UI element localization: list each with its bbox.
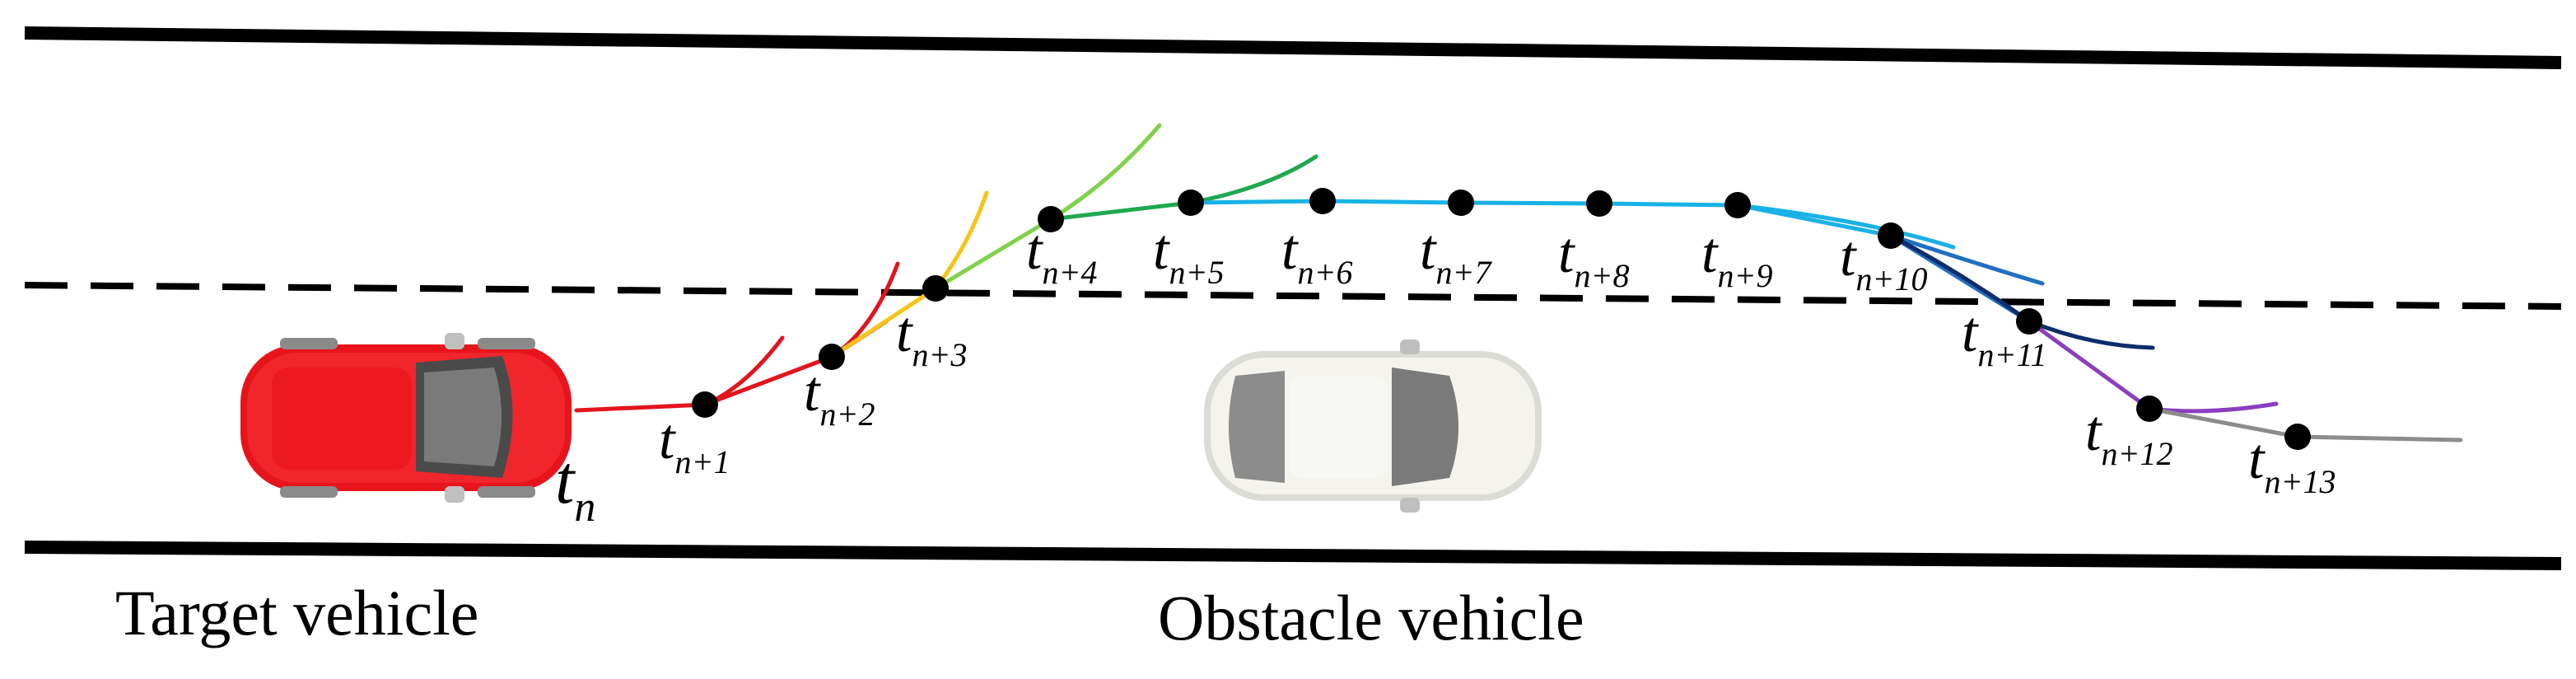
time-label-n11: tn+11 (1962, 301, 2046, 373)
time-label-n13: tn+13 (2248, 428, 2336, 500)
segment-lightgreen (933, 217, 1053, 291)
road-bottom-boundary (24, 541, 2562, 570)
time-label-n9: tn+9 (1701, 222, 1772, 294)
time-label-n4: tn+4 (1026, 218, 1097, 291)
waypoint-n12 (2136, 396, 2163, 422)
trajectory-paths (574, 123, 2463, 443)
segment-yellow (829, 286, 938, 359)
segment-purple (2027, 319, 2152, 411)
branch-cyan (1735, 203, 1956, 250)
waypoint-n9 (1724, 192, 1751, 218)
waypoint-n4 (1038, 206, 1064, 232)
waypoints (692, 188, 2311, 450)
waypoint-n1 (692, 391, 718, 418)
time-label-n7: tn+7 (1420, 218, 1492, 291)
time-label-n3: tn+3 (896, 301, 967, 373)
branch-red-2 (829, 261, 900, 359)
time-label-n: tn (555, 442, 595, 531)
time-label-n10: tn+10 (1840, 225, 1927, 297)
time-label-n8: tn+8 (1558, 222, 1629, 294)
waypoint-n13 (2284, 424, 2311, 450)
branch-blue (1888, 233, 2045, 286)
branch-navy (2027, 319, 2155, 350)
time-label-n6: tn+6 (1281, 218, 1352, 291)
waypoint-n6 (1309, 188, 1336, 214)
segment-navy (1888, 233, 2032, 324)
time-label-n2: tn+2 (804, 360, 875, 433)
segment-green (1048, 200, 1193, 222)
branch-lightgreen (1048, 123, 1162, 222)
time-label-n1: tn+1 (659, 408, 730, 480)
waypoint-n3 (922, 275, 949, 302)
lane-divider-dashed (24, 282, 2562, 310)
branch-purple (2147, 401, 2279, 414)
waypoint-n8 (1586, 190, 1612, 217)
target-vehicle-car (240, 333, 572, 503)
time-labels: tn tn+1 tn+2 tn+3 tn+4 tn+5 tn+6 tn+7 tn… (555, 218, 2336, 531)
waypoint-n10 (1878, 222, 1904, 249)
time-label-n5: tn+5 (1153, 218, 1224, 291)
waypoint-n2 (819, 344, 845, 370)
waypoint-n7 (1448, 190, 1474, 216)
time-label-n12: tn+12 (2085, 400, 2172, 472)
obstacle-vehicle-car (1204, 340, 1542, 513)
branch-red-1 (702, 335, 785, 407)
waypoint-n5 (1178, 190, 1204, 216)
obstacle-vehicle-label: Obstacle vehicle (1158, 582, 1584, 653)
branch-green (1188, 154, 1318, 205)
target-vehicle-label: Target vehicle (115, 577, 478, 649)
waypoint-n11 (2016, 308, 2042, 335)
road-top-boundary (24, 26, 2562, 69)
